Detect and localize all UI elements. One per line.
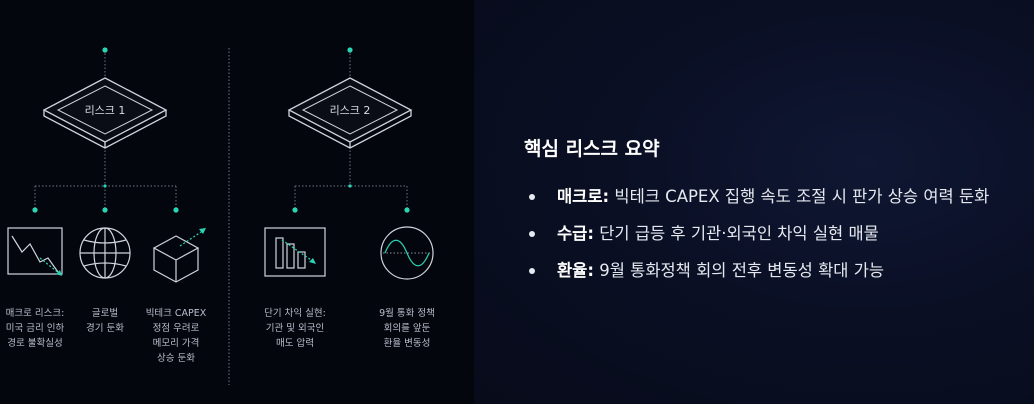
summary-panel <box>474 0 1034 404</box>
risk1-diamond <box>42 77 168 149</box>
caption-capex: 빅테크 CAPEX 정점 우려로 메모리 가격 상승 둔화 <box>145 308 207 364</box>
caption-supply: 단기 차익 실현: 기관 및 외국인 매도 압력 <box>264 308 326 349</box>
node-dot <box>102 47 108 53</box>
risk2-label: 리스크 2 <box>330 104 371 117</box>
item-term: 매크로: <box>557 187 610 206</box>
bullet-icon <box>529 268 535 274</box>
node-dot <box>347 47 353 53</box>
bullet-icon <box>529 194 535 200</box>
list-item: 수급: 단기 급등 후 기관·외국인 차익 실현 매물 <box>528 220 1018 248</box>
diagram-panel <box>0 0 474 404</box>
risk-diagram: 리스크 1 리스크 2 <box>7 47 434 385</box>
caption-fx: 9월 통화 정책 회의를 앞둔 환율 변동성 <box>379 308 435 349</box>
line-chart-down-icon <box>7 227 63 276</box>
sine-wave-icon <box>380 226 434 280</box>
box-arrow-icon <box>152 228 206 283</box>
summary-list: 매크로: 빅테크 CAPEX 집행 속도 조절 시 판가 상승 여력 둔화 수급… <box>528 183 1018 294</box>
item-text: 9월 통화정책 회의 전후 변동성 확대 가능 <box>593 261 885 280</box>
node-dot <box>348 184 352 188</box>
risk2-diamond <box>287 77 413 149</box>
node-dot <box>102 207 108 213</box>
node-dot <box>292 207 298 213</box>
node-dot <box>103 184 107 188</box>
globe-icon <box>79 227 131 279</box>
item-term: 환율: <box>557 261 594 280</box>
node-dot <box>32 207 38 213</box>
item-term: 수급: <box>557 224 594 243</box>
bullet-icon <box>529 231 535 237</box>
risk1-label: 리스크 1 <box>85 104 126 117</box>
summary-title: 핵심 리스크 요약 <box>524 138 660 160</box>
node-dot <box>173 207 179 213</box>
bar-chart-down-icon <box>264 227 326 277</box>
caption-macro: 매크로 리스크: 미국 금리 인하 경로 불확실성 <box>5 308 65 349</box>
list-item: 매크로: 빅테크 CAPEX 집행 속도 조절 시 판가 상승 여력 둔화 <box>528 183 1018 211</box>
item-text: 단기 급등 후 기관·외국인 차익 실현 매물 <box>593 224 879 243</box>
node-dot <box>404 207 410 213</box>
item-text: 빅테크 CAPEX 집행 속도 조절 시 판가 상승 여력 둔화 <box>609 187 990 206</box>
caption-global: 글로벌 경기 둔화 <box>86 308 124 334</box>
list-item: 환율: 9월 통화정책 회의 전후 변동성 확대 가능 <box>528 257 1018 285</box>
